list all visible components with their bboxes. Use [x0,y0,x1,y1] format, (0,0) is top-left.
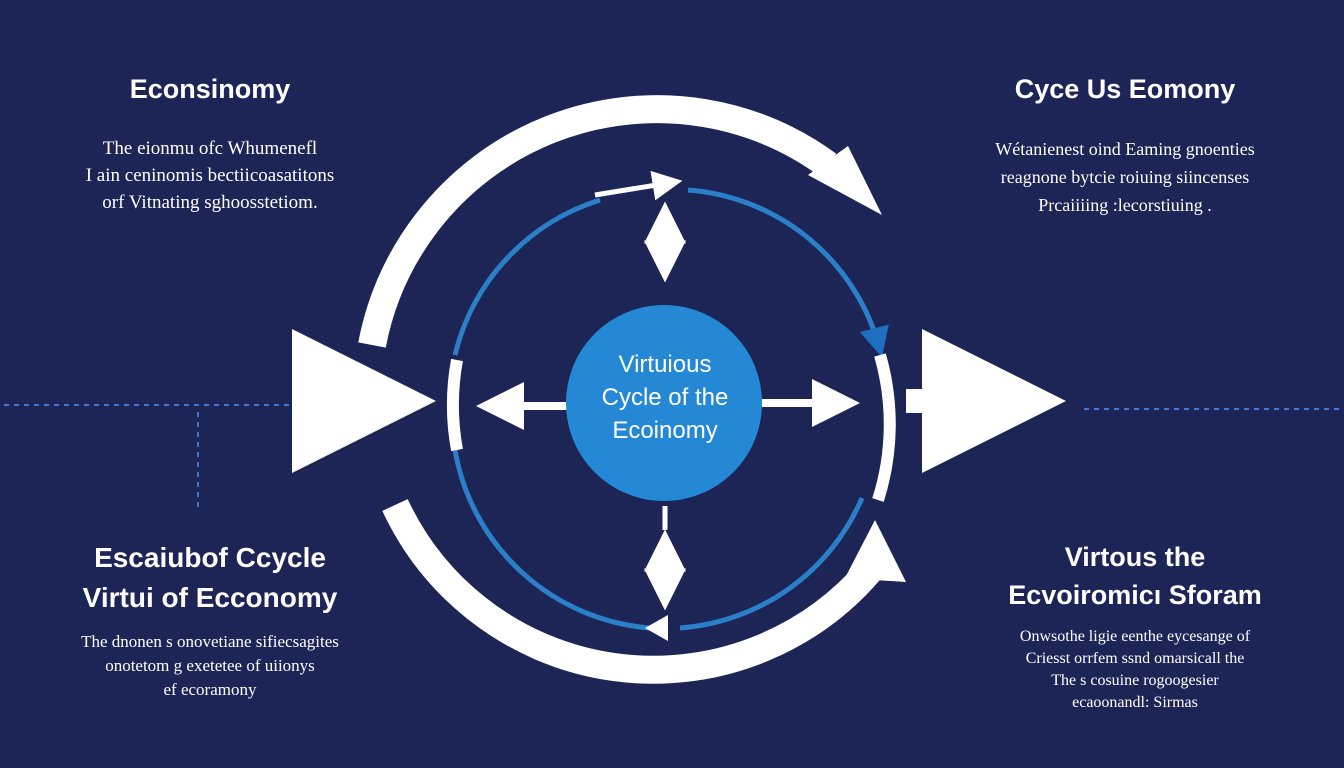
top-small-arrow [594,170,683,201]
blue-ring-bottom-right [679,497,865,631]
top-left-title: Econsinomy [129,74,291,104]
inner-left-bracket [447,358,463,452]
bottom-right-line-4: ecaoonandl: Sirmas [1072,694,1198,711]
outer-arc-top-arrowhead [808,146,882,215]
center-label: Virtuious Cycle of the Ecoinomy [570,348,760,447]
inner-right-bracket [872,353,896,502]
bottom-right-description: Onwsothe ligie eenthe eycesange of Cries… [980,626,1290,714]
bottom-left-title-line-2: Virtui of Ecconomy [82,582,338,613]
bottom-left-line-1: The dnonen s onovetiane sifiecsagites [81,632,339,651]
top-left-line-3: orf Vitnating sghoosstetiom. [102,192,318,213]
blue-ring-top-right [687,187,889,358]
blue-ring-top-left [452,197,601,356]
top-right-line-1: Wétanienest oind Eaming gnoenties [995,139,1255,159]
top-left-block: Econsinomy The eionmu ofc Whumenefl I ai… [60,74,360,216]
bottom-right-title-line-1: Virtous the [1064,542,1206,572]
outer-arc-top [358,95,837,348]
top-right-description: Wétanienest oind Eaming gnoenties reagno… [960,135,1290,219]
bottom-right-title: Virtous the Ecvoiromicı Sforam [980,538,1290,614]
outer-arc-bottom-arrowhead [845,520,906,582]
top-left-line-2: I ain ceninomis bectiicoasatitons [85,165,335,186]
outer-arc-bottom [382,499,881,684]
bottom-right-line-1: Onwsothe ligie eenthe eycesange of [1019,628,1251,645]
bottom-right-block: Virtous the Ecvoiromicı Sforam Onwsothe … [980,538,1290,714]
top-left-description: The eionmu ofc Whumenefl I ain ceninomis… [60,135,360,216]
top-right-line-2: reagnone bytcie roiuing siincenses [1000,167,1250,187]
top-right-line-3: Prcaiiiing :lecorstiuing . [1038,195,1212,215]
bottom-left-title: Escaiubof Ccycle Virtui of Ecconomy [50,538,370,618]
top-right-title: Cyce Us Eomony [1014,74,1236,104]
center-label-line-3: Ecoinomy [612,417,718,444]
center-label-line-1: Virtuious [618,351,712,378]
bottom-right-line-2: Criesst orrfem ssnd omarsicall the [1025,650,1245,667]
center-label-line-2: Cycle of the [601,384,729,411]
bottom-left-title-line-1: Escaiubof Ccycle [94,542,326,573]
blue-ring-bottom-arrowhead [645,615,668,641]
bottom-left-line-3: ef ecoramony [163,680,257,699]
bottom-left-description: The dnonen s onovetiane sifiecsagites on… [50,630,370,702]
top-right-block: Cyce Us Eomony Wétanienest oind Eaming g… [960,74,1290,219]
bottom-left-block: Escaiubof Ccycle Virtui of Ecconomy The … [50,538,370,702]
bottom-right-line-3: The s cosuine rogoogesier [1051,672,1219,689]
top-left-line-1: The eionmu ofc Whumenefl [102,138,318,159]
bottom-right-title-line-2: Ecvoiromicı Sforam [1008,580,1262,610]
center-circle [566,305,762,501]
bottom-left-line-2: onotetom g exetetee of uiionys [105,656,315,675]
blue-ring-bottom-left [452,449,651,631]
